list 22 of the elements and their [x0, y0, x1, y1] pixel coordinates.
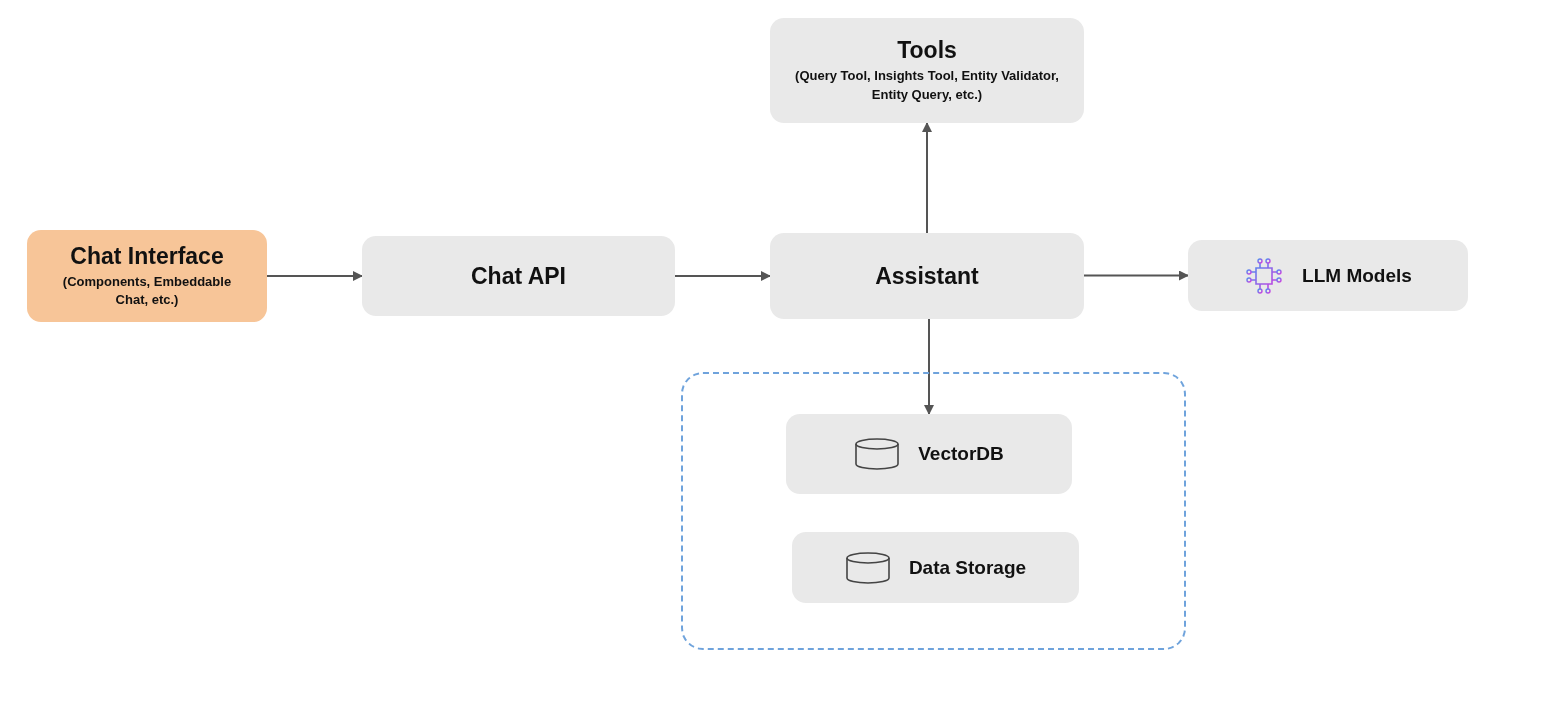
vectordb-box: [786, 414, 1072, 494]
node-subtitle: (Query Tool, Insights Tool, Entity Validator, Entity Query, etc.): [794, 67, 1060, 104]
arrow: [922, 122, 932, 234]
chat-interface-box: [27, 230, 267, 322]
arrow: [924, 318, 934, 415]
arrow: [674, 271, 771, 281]
node-title: Data Storage: [908, 556, 1027, 579]
node-subtitle: (Components, Embeddable Chat, etc.): [61, 272, 233, 309]
process-box: [362, 236, 675, 316]
arrow: [266, 271, 363, 281]
data-storage-box: [792, 532, 1079, 603]
node-title: Chat Interface: [70, 242, 224, 270]
node-title: LLM Models: [1302, 264, 1412, 287]
node-title: VectorDB: [918, 443, 1004, 465]
arrow: [1083, 270, 1189, 281]
node-title: Chat API: [471, 262, 566, 290]
tools-box: [770, 18, 1084, 123]
llm-models-box: [1188, 240, 1468, 311]
process-box: [770, 233, 1084, 319]
node-title: Assistant: [875, 262, 979, 290]
node-title: Tools: [897, 37, 957, 65]
dashed-group-box: [681, 372, 1186, 650]
